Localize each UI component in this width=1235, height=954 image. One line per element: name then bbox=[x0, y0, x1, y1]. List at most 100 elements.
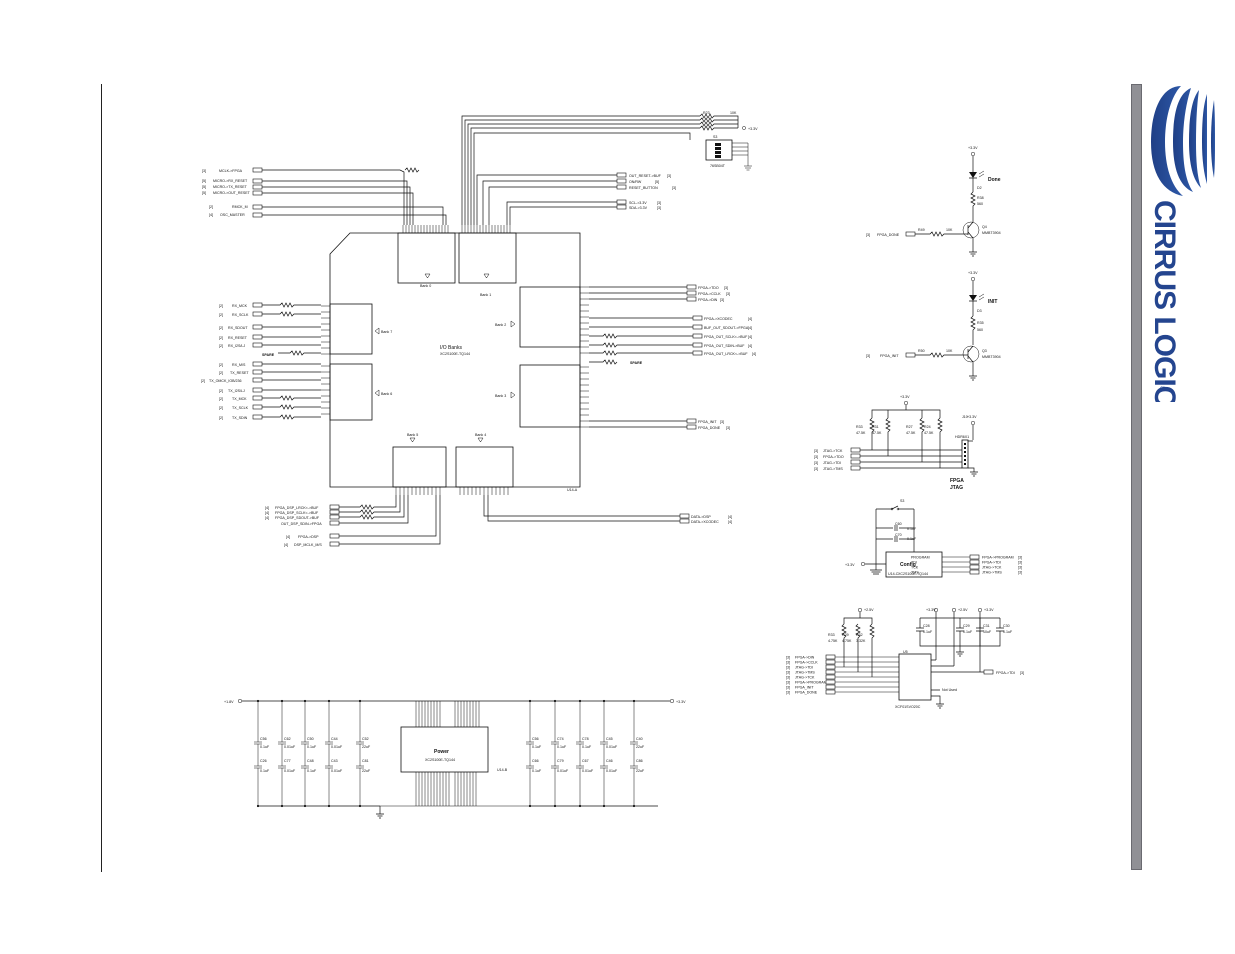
init-net-sheet: [3] bbox=[866, 354, 870, 358]
net-label: RX_SCLK bbox=[232, 313, 249, 317]
rx-nets: [2] RX_MCK [2] RX_SCLK [2] RX_SDOUT [2] … bbox=[219, 302, 321, 357]
cap-ref: C67 bbox=[582, 759, 589, 763]
prom-net: FPGA->DIN bbox=[795, 656, 815, 660]
bank7-box bbox=[329, 303, 373, 355]
net-sheet: [5] bbox=[202, 191, 206, 195]
init-q-part: MMBT3904 bbox=[982, 355, 1001, 359]
cap-ref: C46 bbox=[606, 759, 613, 763]
net-port bbox=[252, 302, 263, 308]
cap-ref: C52 bbox=[362, 737, 369, 741]
net-label: FPGA->CCLK bbox=[698, 292, 721, 296]
net-port bbox=[252, 377, 263, 383]
net-port bbox=[825, 684, 836, 690]
init-net: FPGA_INIT bbox=[880, 354, 899, 358]
net-port bbox=[825, 674, 836, 680]
top-right-nets: OUT_RESET->BUF [3] ON/RW [5] RESET_BUTTO… bbox=[461, 115, 700, 225]
net-port bbox=[329, 509, 340, 515]
net-label: BUF_OUT_SDOUT->FPGA bbox=[704, 326, 749, 330]
init-r1-ref: R35 bbox=[977, 321, 984, 325]
net-sheet: [2] bbox=[219, 304, 223, 308]
jtag-net-sheet: [3] bbox=[814, 461, 818, 465]
jtag-title: FPGA bbox=[950, 478, 964, 484]
net-port bbox=[329, 504, 340, 510]
logo-text: CIRRUS LOGIC bbox=[1148, 200, 1181, 402]
net-sheet: [4] bbox=[748, 335, 752, 339]
bank4-label: Bank 4 bbox=[475, 433, 486, 437]
sheet-left-border bbox=[101, 84, 102, 872]
net-label: DATA->DSP bbox=[691, 515, 711, 519]
bank2-box bbox=[519, 286, 581, 348]
cap-ref: C74 bbox=[557, 737, 564, 741]
power-part: XC2S100E-TQ144 bbox=[425, 758, 455, 762]
jtag-net-sheet: [3] bbox=[814, 449, 818, 453]
prom-out-net: FPGA->TDI bbox=[996, 671, 1015, 675]
prom-net-sheet: [3] bbox=[786, 686, 790, 690]
init-r2-val: 10K bbox=[946, 349, 953, 353]
cap-val: 0.1uF bbox=[307, 745, 317, 749]
net-port bbox=[252, 190, 263, 196]
bank0-label: Bank 0 bbox=[420, 284, 431, 288]
net-sheet: [2] bbox=[209, 205, 213, 209]
init-rail: +3.3V bbox=[968, 271, 978, 275]
prom-cap-ref: C31 bbox=[983, 624, 990, 628]
init-label: INIT bbox=[988, 299, 997, 305]
net-label: RX_M/S bbox=[232, 363, 246, 367]
power-title: Power bbox=[434, 749, 449, 755]
cap-val: 0.01uF bbox=[582, 769, 594, 773]
bank1-pin-stubs bbox=[461, 225, 511, 233]
init-q-ref: Q3 bbox=[982, 349, 987, 353]
net-port bbox=[616, 199, 627, 205]
cap-val: 0.01uF bbox=[284, 769, 296, 773]
net-port bbox=[686, 296, 697, 302]
net-label: RMCK_M bbox=[232, 205, 248, 209]
net-port bbox=[825, 659, 836, 665]
net-label: FPGA_INIT bbox=[698, 420, 717, 424]
net-port bbox=[616, 204, 627, 210]
config-switch-ref: S3 bbox=[900, 499, 904, 503]
net-label: FPGA->DSP bbox=[298, 535, 319, 539]
net-label: FPGA->XCODEC bbox=[704, 317, 733, 321]
net-port bbox=[686, 424, 697, 430]
net-sheet: [4] bbox=[284, 543, 288, 547]
bottom-pin-stubs bbox=[395, 487, 509, 495]
spare-label-2: SPARE bbox=[630, 361, 643, 365]
cap-ref: C45 bbox=[606, 737, 613, 741]
prom-rail: +2.5V bbox=[864, 608, 874, 612]
prom-cap-val: 0.1uF bbox=[923, 630, 933, 634]
net-port bbox=[252, 395, 263, 401]
logo-arc-icon bbox=[1151, 86, 1183, 196]
switch-rail: +3.3V bbox=[748, 127, 758, 131]
net-port bbox=[969, 559, 980, 565]
init-led-circuit: +3.3V INIT D3 R35 560 Q3 MMBT3904 [3] FP… bbox=[866, 271, 1001, 381]
config-net: JTAG->TMS bbox=[982, 571, 1002, 575]
jtag-subtitle: JTAG bbox=[950, 485, 963, 491]
config-pin: TCK bbox=[911, 566, 919, 570]
net-port bbox=[825, 679, 836, 685]
net-port bbox=[850, 453, 861, 459]
config-block: S3 C60 0.1uF C70 0.1uF Config U14-C XC2S… bbox=[845, 499, 943, 578]
net-sheet: [4] bbox=[209, 213, 213, 217]
net-port bbox=[850, 447, 861, 453]
net-sheet: [4] bbox=[748, 317, 752, 321]
jtag-res-ref: R31 bbox=[872, 425, 879, 429]
net-label: DSP_MCLK_M/S bbox=[294, 543, 322, 547]
bank4-arrow bbox=[477, 437, 484, 443]
prom-cap-ref: C29 bbox=[963, 624, 970, 628]
net-label: FPGA->DIN bbox=[698, 298, 718, 302]
bank7-label: Bank 7 bbox=[381, 330, 392, 334]
net-port bbox=[616, 184, 627, 190]
io-banks-title: I/O Banks bbox=[440, 345, 462, 351]
net-sheet: [3] bbox=[657, 206, 661, 210]
net-label: OUT_RESET->BUF bbox=[629, 174, 662, 178]
jtag-net: FPGA->TDO bbox=[823, 455, 844, 459]
cfg-cap-val: 0.1uF bbox=[907, 527, 917, 531]
net-sheet: [3] bbox=[667, 174, 671, 178]
net-port bbox=[692, 315, 703, 321]
net-port bbox=[969, 554, 980, 560]
jtag-net: JTAG->TDI bbox=[823, 461, 841, 465]
net-sheet: [4] bbox=[752, 352, 756, 356]
net-port bbox=[329, 541, 340, 547]
prom-net-sheet: [3] bbox=[786, 671, 790, 675]
net-port bbox=[252, 387, 263, 393]
cap-val: 0.01uF bbox=[606, 769, 618, 773]
